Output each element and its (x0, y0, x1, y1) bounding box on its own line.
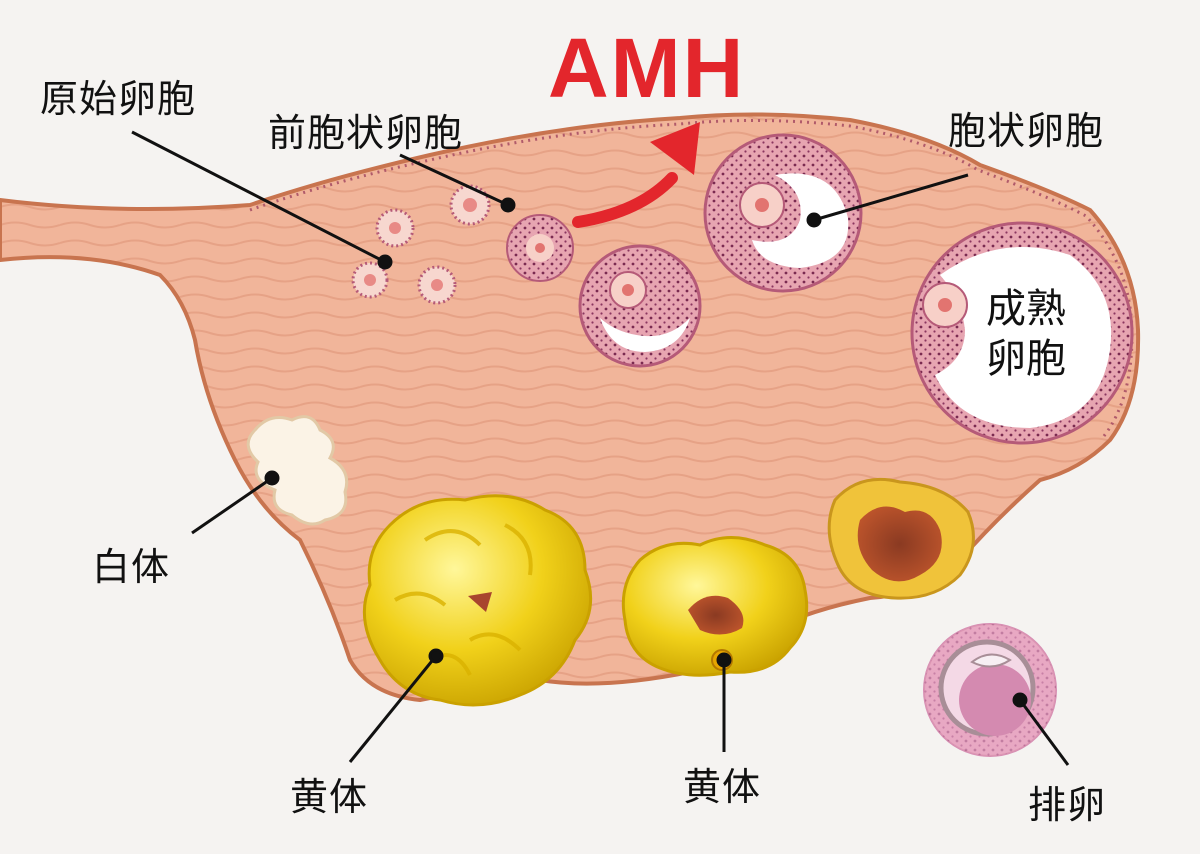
label-ovulation: 排卵 (1028, 783, 1107, 827)
ovary-cortex-edge (249, 118, 1134, 437)
amh-arrow (572, 172, 678, 228)
preantral-follicles (506, 214, 574, 282)
mature-follicle (910, 221, 1134, 445)
leader-lines (131, 130, 1070, 766)
label-corpus-luteum-center: 黄体 (683, 765, 762, 809)
label-mature-follicle-line1: 成熟 (986, 286, 1066, 332)
label-mature-follicle-line2: 卵胞 (986, 336, 1066, 382)
corpus-albicans (246, 415, 349, 526)
corpus-luteum-center (621, 536, 809, 677)
antral-follicles (578, 133, 863, 368)
ovulated-oocyte (923, 623, 1057, 757)
primordial-follicles (351, 184, 491, 305)
ruptured-follicle (827, 477, 975, 600)
amh-title: AMH (548, 21, 746, 115)
label-corpus-luteum-left: 黄体 (290, 775, 369, 819)
label-antral-follicle: 胞状卵胞 (948, 109, 1105, 153)
corpus-luteum-left (362, 494, 593, 707)
label-corpus-albicans: 白体 (92, 545, 171, 589)
label-primordial-follicle: 原始卵胞 (40, 77, 197, 121)
label-mature-follicle: 成熟 卵胞 (986, 284, 1066, 384)
amh-arrowhead (650, 122, 700, 175)
label-preantral-follicle: 前胞状卵胞 (268, 111, 464, 155)
